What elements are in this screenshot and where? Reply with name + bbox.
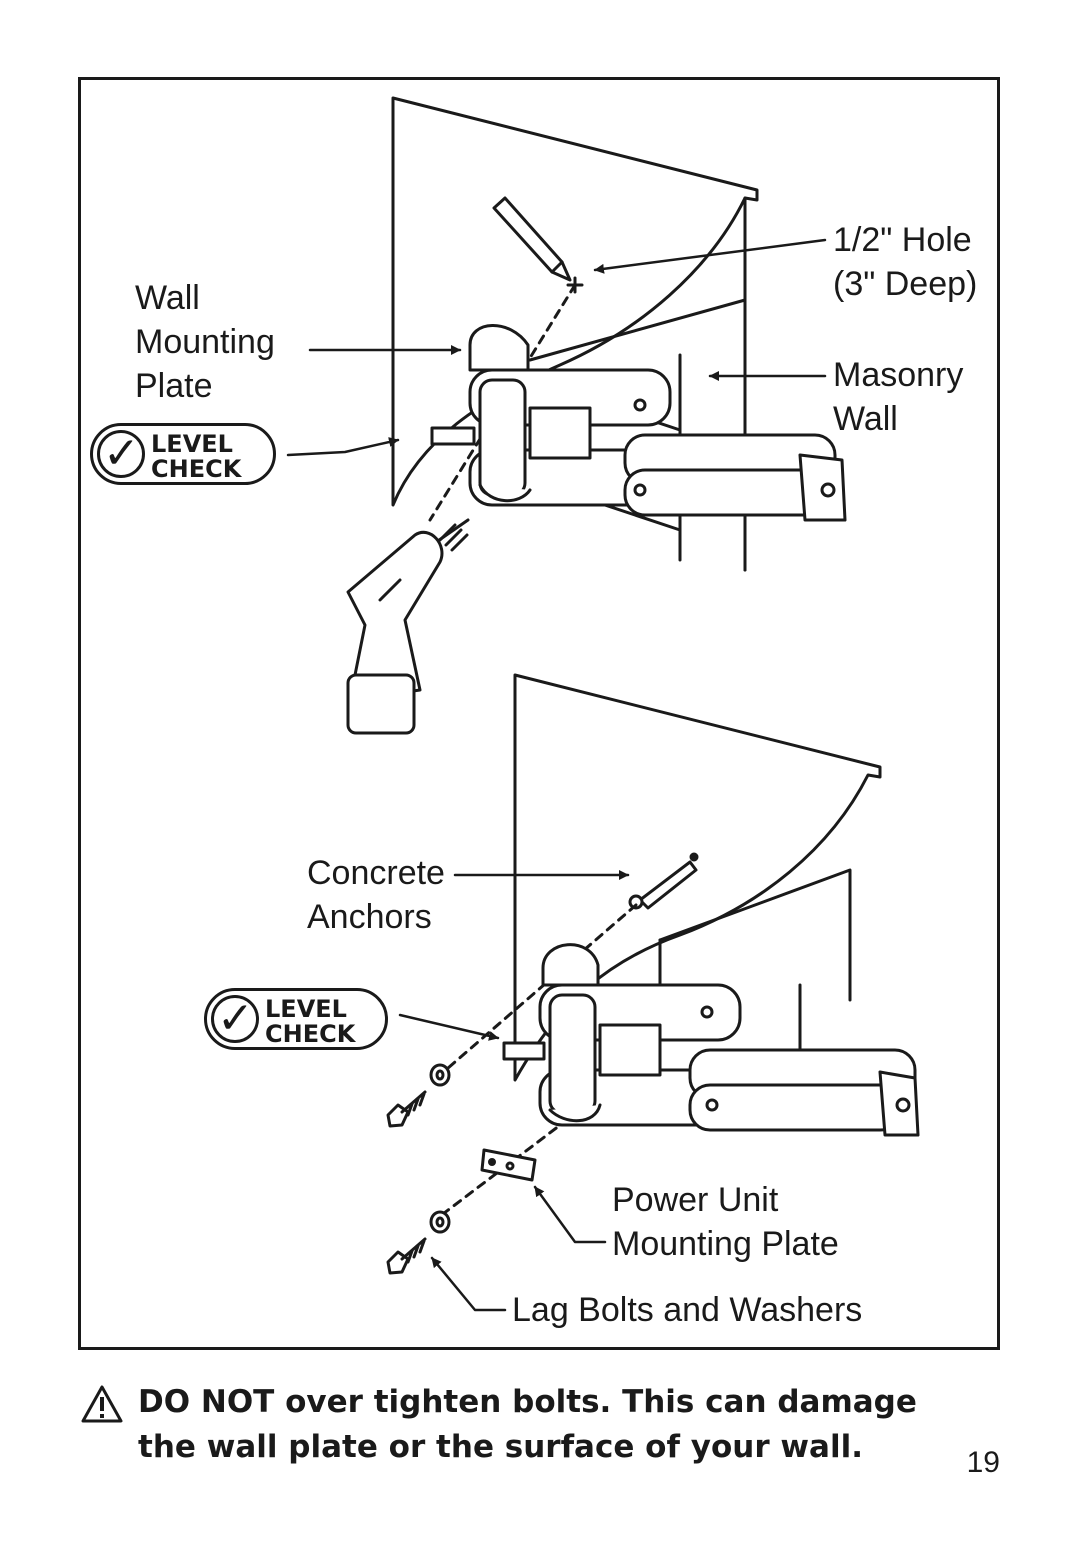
power-plate-label-line2: Mounting Plate [612,1225,839,1263]
lag-bolt-icon [386,1090,427,1275]
masonry-label-line2: Wall [833,400,898,438]
leader-lines [286,238,827,1312]
page-number: 19 [966,1446,1000,1479]
pencil-icon [492,196,572,282]
lag-bolts-label: Lag Bolts and Washers [512,1291,863,1329]
wall-plate-label-line2: Mounting [135,323,275,361]
masonry-label-line1: Masonry [833,356,964,394]
warning-triangle-icon [81,1385,123,1423]
checkmark-icon: ✓ [217,993,254,1044]
level-word: LEVEL [151,430,233,458]
anchors-label-line2: Anchors [307,898,432,936]
power-unit-plate-icon [480,1148,537,1182]
concrete-anchor-icon [628,852,699,910]
hole-label-line2: (3" Deep) [833,265,978,303]
check-word: CHECK [265,1020,356,1048]
checkmark-icon: ✓ [103,428,140,479]
illustration-frame [78,77,1000,1350]
level-word: LEVEL [265,995,347,1023]
level-check-badge-bottom: ✓ LEVEL CHECK [204,988,388,1050]
hole-label-line1: 1/2" Hole [833,221,972,259]
bottom-level-tool [502,1041,546,1061]
top-level-tool [430,426,476,446]
drill-icon [346,518,470,735]
check-word: CHECK [151,455,242,483]
top-wall-mount-arm [468,324,847,522]
check-circle-icon [211,995,259,1043]
washer-icon [429,1063,451,1234]
wall-plate-label-line3: Plate [135,367,213,405]
warning-text: DO NOT over tighten bolts. This can dama… [138,1384,917,1465]
anchors-label-line1: Concrete [307,854,445,892]
wall-plate-label-line1: Wall [135,279,200,317]
bottom-wall-mount-arm [538,943,920,1137]
level-check-badge-top: ✓ LEVEL CHECK [90,423,276,485]
check-circle-icon [97,430,145,478]
power-plate-label-line1: Power Unit [612,1181,779,1219]
